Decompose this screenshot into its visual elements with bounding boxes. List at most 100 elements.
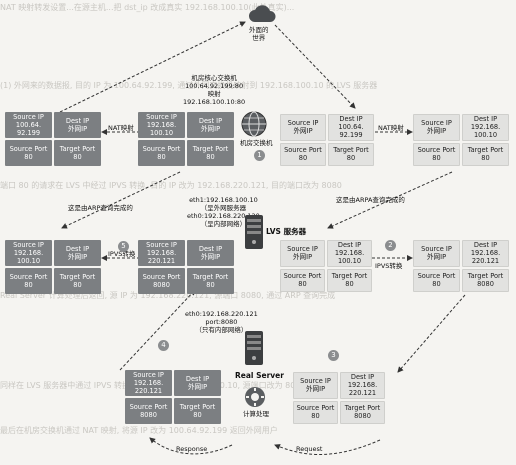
- packet-cell-text: Source Port: [296, 404, 335, 413]
- packet-cell-text: Dest IP: [65, 244, 90, 253]
- packet-cell-text: 外网IP: [426, 253, 447, 262]
- lvs-eth0-note: （呈内部网络）: [200, 220, 247, 228]
- packet-cell-text: Target Port: [59, 144, 96, 153]
- packet-cell-text: 80: [298, 154, 308, 163]
- packet-cell-text: 80: [24, 281, 33, 289]
- request-label: Request: [296, 445, 323, 453]
- packet-cell-text: 192.168.: [146, 248, 177, 257]
- packet-cell-text: Dest IP: [337, 241, 362, 249]
- lvs-eth1: eth1:192.168.100.10: [189, 196, 258, 204]
- packet-cell-text: Target Port: [192, 272, 229, 281]
- packet-cell-text: 92.199: [16, 129, 41, 138]
- packet-cell-text: Source Port: [129, 402, 168, 411]
- background-text-line: 端口 80 的请求在 LVS 中经过 IPVS 转换, 目的 IP 改为 192…: [0, 181, 342, 190]
- packet-cell-text: 220.121: [471, 257, 500, 266]
- packet-cell-text: 80: [481, 154, 490, 163]
- background-text-line: NAT 映射转发设置...在源主机...把 dst_ip 改成真实 192.16…: [0, 3, 295, 12]
- packet-cell-text: Source IP: [421, 245, 452, 254]
- packet-cell-text: 80: [346, 154, 356, 163]
- lvs-server-icon: [245, 215, 263, 249]
- packet-cell-text: 外网IP: [292, 253, 313, 262]
- packet-cell-text: 192.168.: [347, 381, 378, 390]
- packet-cell-text: 100.10: [337, 257, 362, 266]
- packet-cell-text: Dest IP: [473, 241, 498, 249]
- packet-cell-text: Source IP: [133, 370, 164, 379]
- edge-realserver-to-lvs: [119, 289, 196, 371]
- packet-cell-text: Target Port: [333, 146, 369, 155]
- core-switch-info: 机房核心交换机 100.64.92.199:80 映射 192.168.100.…: [183, 74, 245, 106]
- packet-cell-text: 220.121: [134, 387, 163, 396]
- real-server-note: （只有内部网络）: [195, 326, 248, 334]
- real-server-port: port:8080: [205, 318, 238, 326]
- packet-cell-text: 92.199: [339, 131, 363, 140]
- packet-cell-text: Target Port: [467, 272, 504, 281]
- nat-right-label: NAT映射: [378, 124, 404, 132]
- packet-cell-text: 外网IP: [187, 383, 208, 391]
- packet-cell-text: Dest IP: [185, 374, 210, 383]
- step-badge: 1: [254, 150, 265, 161]
- packet-cell-text: 8080: [354, 412, 371, 421]
- edge-arp-left: [61, 171, 181, 229]
- gear-icon: [245, 387, 265, 407]
- cloud-label: 外面的 世界: [249, 26, 269, 42]
- real-server-eth0: eth0:192.168.220.121: [185, 310, 258, 318]
- core-switch-map-label: 映射: [207, 90, 221, 98]
- packet-cell-text: Source IP: [300, 377, 331, 386]
- packet-cell-text: 100.64.: [15, 120, 42, 129]
- packet-cell-text: 100.10: [149, 129, 174, 138]
- background-text-line: (1) 外网来的数据报, 目的 IP 为 100.64.92.199, 通过外网…: [0, 81, 378, 90]
- packet-cell-text: 80: [298, 280, 307, 289]
- ipvs-right-label: IPVS转换: [375, 262, 403, 270]
- cloud-label-line2: 世界: [252, 34, 266, 42]
- packet-cell-text: Source Port: [142, 144, 181, 153]
- packet-cell-text: Source IP: [13, 240, 44, 249]
- packet-cell-text: Dest IP: [339, 115, 363, 123]
- core-switch-name: 机房交换机: [240, 139, 273, 147]
- arp-left-label: 这是由ARP查询完成的: [68, 204, 133, 212]
- core-switch-internal-ip: 192.168.100.10:80: [183, 98, 246, 106]
- packet-cell-text: 外网IP: [426, 127, 447, 136]
- lvs-info: eth1:192.168.100.10 （呈外网服务器 eth0:192.168…: [187, 196, 260, 228]
- packet-cell-text: Source IP: [13, 112, 44, 121]
- packet-cell-text: Source IP: [421, 119, 452, 128]
- cloud-label-line1: 外面的: [249, 26, 269, 34]
- packet-cell-text: Source Port: [142, 272, 181, 281]
- packet-cell-text: Dest IP: [473, 115, 498, 123]
- lvs-eth0: eth0:192.168.220.120: [187, 212, 260, 220]
- packet-cell-text: Target Port: [179, 402, 216, 411]
- packet-cell-text: 外网IP: [305, 385, 326, 394]
- real-server-icon: [245, 331, 263, 365]
- packet-cell-text: 80: [345, 280, 354, 289]
- packet-cell-text: 192.168.: [470, 123, 501, 132]
- packet-cell-text: Source IP: [287, 119, 319, 128]
- packet-cell-text: 192.168.: [13, 248, 44, 257]
- packet-cell-text: 80: [73, 153, 82, 161]
